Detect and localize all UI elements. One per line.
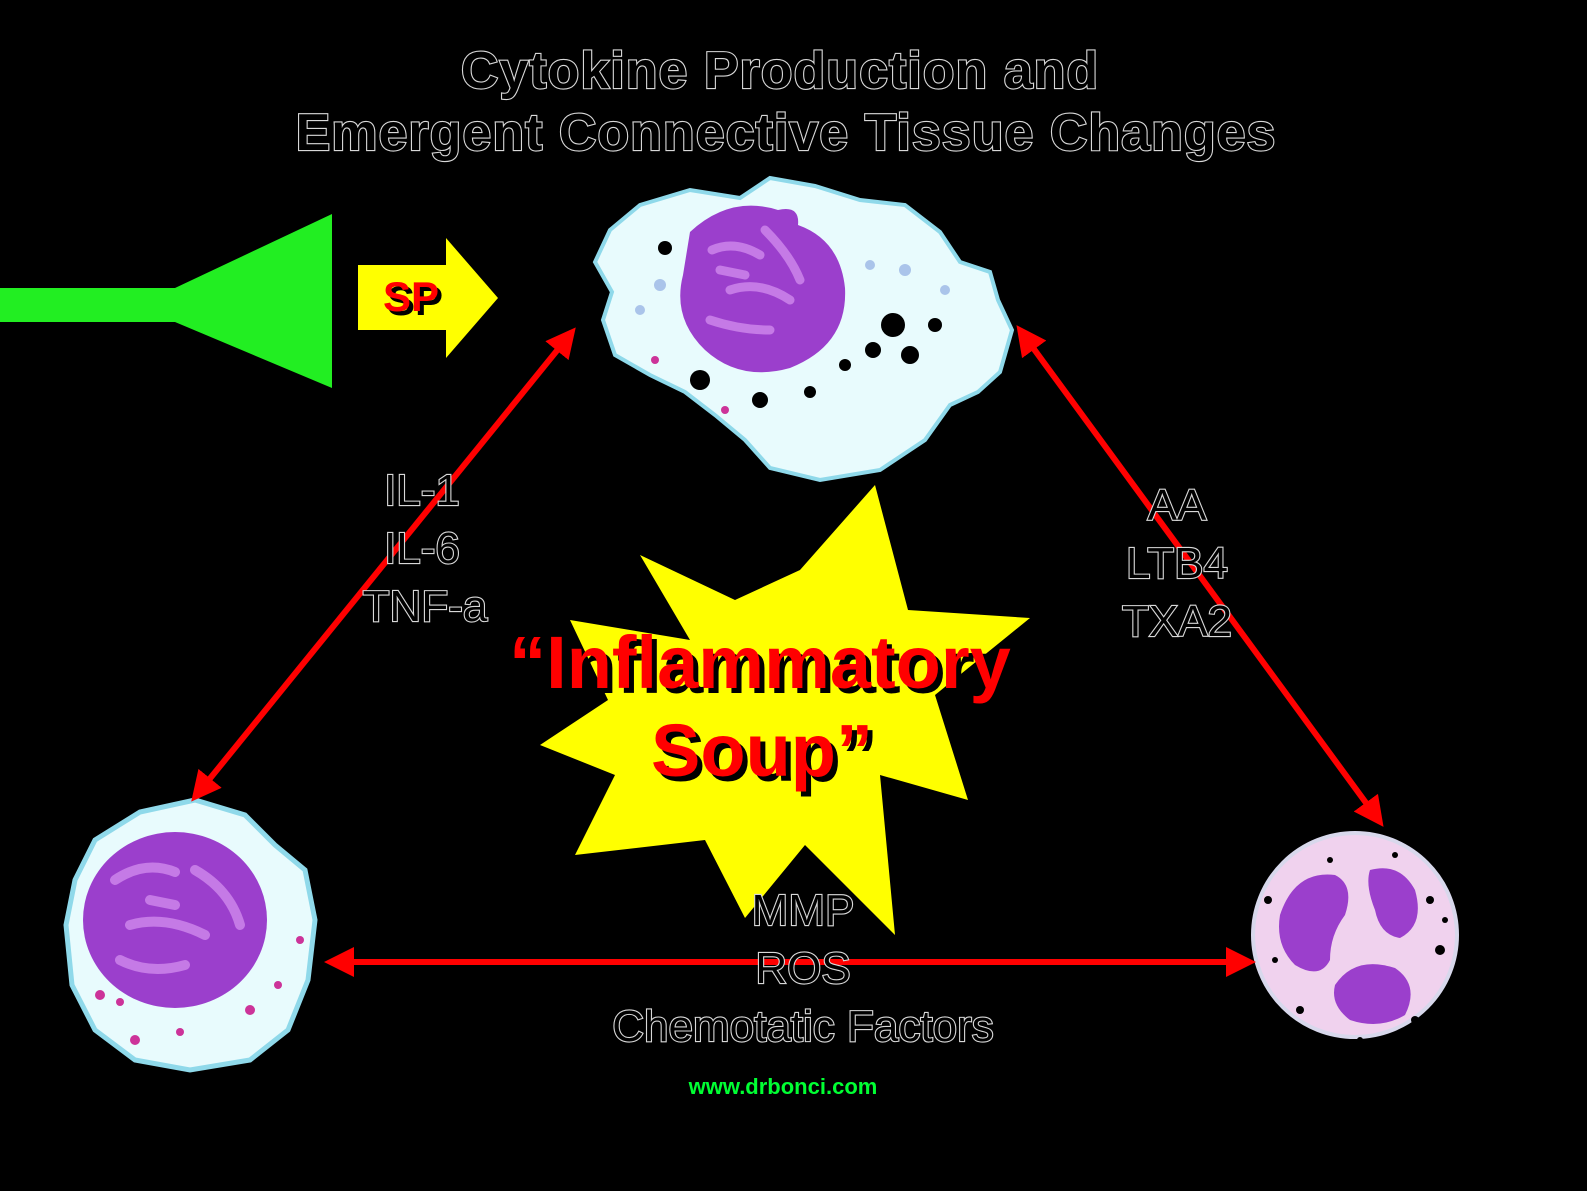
soup-line-2-shadow: Soup” — [656, 714, 878, 797]
nerve-ending — [0, 214, 332, 388]
bottom-label-2: ROS — [755, 944, 850, 993]
lymphocyte-cell — [63, 797, 318, 1073]
macrophage-cell — [592, 175, 1015, 483]
right-label-2: LTB4 — [1126, 539, 1228, 588]
inflammation-burst — [540, 485, 1030, 935]
bottom-label-3: Chemotatic Factors — [612, 1002, 993, 1051]
arrow-macrophage-lymphocyte — [191, 327, 576, 802]
left-label-2: IL-6 — [384, 524, 460, 573]
soup-line-1-shadow: “Inflammatory — [514, 626, 1016, 709]
sp-label-shadow: SP — [387, 277, 443, 324]
sp-arrow: SP SP — [358, 238, 498, 358]
left-label-3: TNF-a — [363, 582, 488, 631]
right-label-3: TXA2 — [1122, 597, 1232, 646]
soup-line-1: “Inflammatory — [509, 621, 1011, 704]
soup-line-2: Soup” — [651, 709, 873, 792]
sp-label: SP — [383, 273, 439, 320]
arrow-macrophage-neutrophil — [1016, 325, 1384, 827]
right-label-1: AA — [1148, 481, 1207, 530]
neutrophil-cell — [1251, 831, 1459, 1043]
bottom-label-1: MMP — [752, 886, 855, 935]
title-line-2: Emergent Connective Tissue Changes — [296, 104, 1277, 162]
title-line-1: Cytokine Production and — [461, 42, 1099, 100]
left-label-1: IL-1 — [384, 466, 460, 515]
footer-url: www.drbonci.com — [688, 1074, 878, 1099]
